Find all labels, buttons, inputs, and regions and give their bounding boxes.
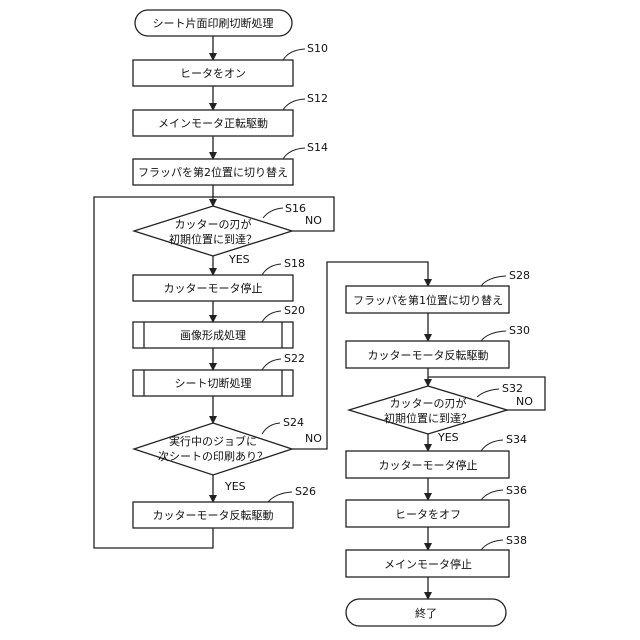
step-s18: カッターモータ停止 S18 <box>133 257 305 301</box>
step-s28-leader <box>481 276 506 286</box>
step-s36-label: S36 <box>506 484 527 497</box>
decision-s32-no-label: NO <box>516 395 533 408</box>
decision-s16-no-label: NO <box>305 214 322 227</box>
step-s10-label: S10 <box>307 42 328 55</box>
decision-s24-label: S24 <box>283 416 304 429</box>
step-s36-leader <box>481 490 503 500</box>
start-text: シート片面印刷切断処理 <box>153 16 274 30</box>
step-s14-text: フラッパを第2位置に切り替え <box>138 165 288 179</box>
step-s12: メインモータ正転駆動 S12 <box>133 92 328 136</box>
decision-s32-line2: 初期位置に到達？ <box>384 411 472 425</box>
decision-s16-line1: カッターの刃が <box>175 217 252 231</box>
step-s34: カッターモータ停止 S34 <box>346 433 527 478</box>
decision-s32-label: S32 <box>502 382 523 395</box>
step-s18-text: カッターモータ停止 <box>164 281 263 295</box>
end-terminal: 終了 <box>346 599 506 626</box>
decision-s24-leader <box>262 423 280 434</box>
decision-s16-label: S16 <box>285 202 306 215</box>
decision-s16-line2: 初期位置に到達？ <box>169 232 257 246</box>
step-s38-label: S38 <box>506 534 527 547</box>
step-s10-leader <box>283 49 305 60</box>
step-s34-text: カッターモータ停止 <box>379 458 478 472</box>
step-s26-label: S26 <box>295 485 316 498</box>
step-s10-text: ヒータをオン <box>180 67 246 80</box>
step-s22-leader <box>262 359 281 370</box>
step-s20-text: 画像形成処理 <box>180 329 246 342</box>
step-s10: ヒータをオン S10 <box>133 42 328 86</box>
step-s30-leader <box>481 331 506 341</box>
decision-s24: 実行中のジョブに 次シートの印刷あり？ S24 NO YES <box>134 416 322 493</box>
decision-s24-no-label: NO <box>305 432 322 445</box>
step-s38-text: メインモータ停止 <box>384 557 472 571</box>
step-s26-leader <box>268 492 292 502</box>
start-terminal: シート片面印刷切断処理 <box>135 10 292 36</box>
step-s14-leader <box>283 148 305 159</box>
decision-s24-line1: 実行中のジョブに <box>169 434 257 448</box>
decision-s16-leader <box>263 208 283 218</box>
step-s12-leader <box>283 99 305 110</box>
step-s38: メインモータ停止 S38 <box>346 534 527 577</box>
step-s34-leader <box>481 440 503 451</box>
decision-s32-line1: カッターの刃が <box>390 396 467 410</box>
step-s22-text: シート切断処理 <box>175 376 252 390</box>
step-s30: カッターモータ反転駆動 S30 <box>346 324 530 368</box>
decision-s24-yes-label: YES <box>224 480 246 493</box>
step-s18-label: S18 <box>284 257 305 270</box>
step-s12-label: S12 <box>307 92 328 105</box>
step-s20-leader <box>262 311 281 322</box>
step-s14-label: S14 <box>307 141 328 154</box>
step-s22: シート切断処理 S22 <box>133 352 305 396</box>
step-s12-text: メインモータ正転駆動 <box>158 116 268 130</box>
step-s30-label: S30 <box>509 324 530 337</box>
step-s36-text: ヒータをオフ <box>395 508 461 521</box>
step-s14: フラッパを第2位置に切り替え S14 <box>133 141 328 185</box>
step-s18-leader <box>262 264 281 275</box>
step-s34-label: S34 <box>506 433 527 446</box>
decision-s24-line2: 次シートの印刷あり？ <box>158 449 268 463</box>
end-text: 終了 <box>415 606 437 620</box>
step-s22-label: S22 <box>284 352 305 365</box>
step-s28-label: S28 <box>509 269 530 282</box>
step-s20: 画像形成処理 S20 <box>133 304 305 348</box>
step-s26-text: カッターモータ反転駆動 <box>153 508 274 522</box>
step-s28: フラッパを第1位置に切り替え S28 <box>346 269 530 313</box>
step-s36: ヒータをオフ S36 <box>346 484 527 527</box>
decision-s32-leader <box>477 389 499 397</box>
step-s20-label: S20 <box>284 304 305 317</box>
step-s30-text: カッターモータ反転駆動 <box>368 348 489 362</box>
step-s28-text: フラッパを第1位置に切り替え <box>353 293 503 307</box>
decision-s16-yes-label: YES <box>228 253 250 266</box>
decision-s32-yes-label: YES <box>437 431 459 444</box>
step-s38-leader <box>481 540 503 550</box>
